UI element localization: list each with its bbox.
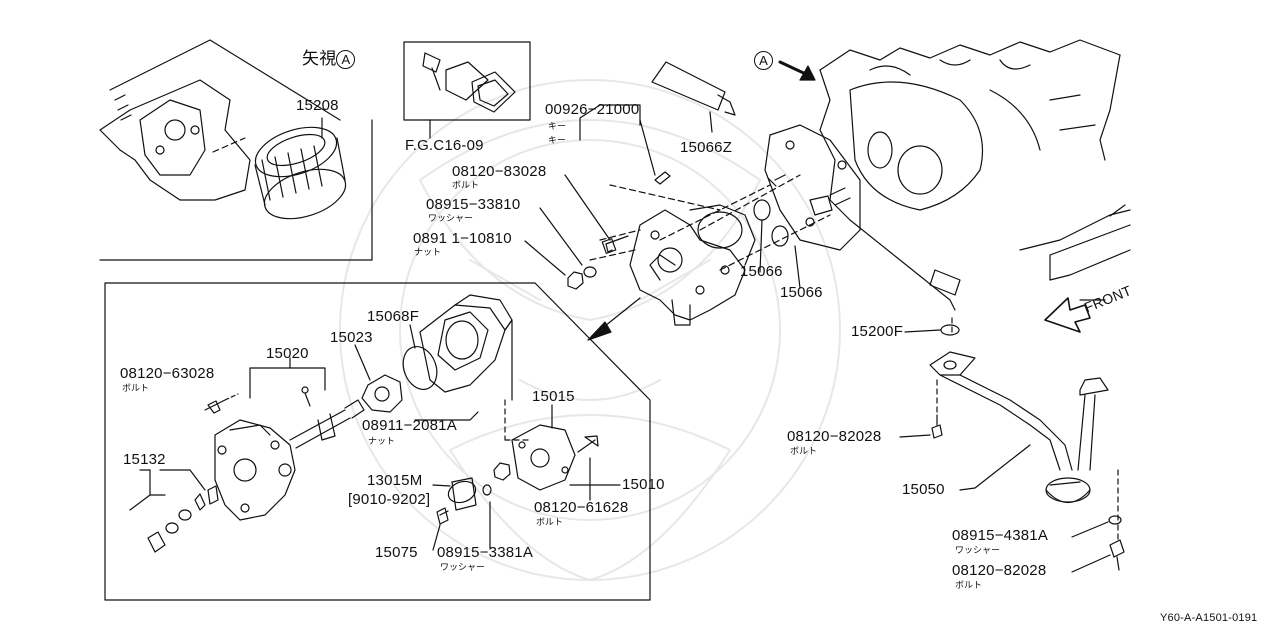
engine-block xyxy=(764,39,1131,311)
label-15066-a[interactable]: 15066 xyxy=(740,263,783,280)
label-08915-33810-sub: ワッシャー xyxy=(428,214,474,224)
label-15200f[interactable]: 15200F xyxy=(851,323,904,340)
label-15020[interactable]: 15020 xyxy=(266,345,309,362)
leader-lines xyxy=(129,104,801,551)
label-08120-82028-b-sub: ボルト xyxy=(955,581,983,591)
label-15208[interactable]: 15208 xyxy=(296,97,339,114)
label-15068f[interactable]: 15068F xyxy=(367,308,420,325)
oil-pump-assembly xyxy=(629,204,756,326)
view-label-text: 矢視 xyxy=(302,49,337,68)
pump-shaft xyxy=(289,386,365,449)
label-08915-33810[interactable]: 08915−33810 xyxy=(426,196,521,213)
oil-filter-icon xyxy=(254,126,347,220)
label-08915-4381a-sub: ワッシャー xyxy=(955,546,1001,556)
front-arrow xyxy=(1044,297,1091,333)
exploded-detail-box xyxy=(104,282,651,601)
view-a-arrow xyxy=(778,60,816,81)
label-00926-sub1: キー xyxy=(548,122,567,132)
label-15015[interactable]: 15015 xyxy=(532,388,575,405)
label-13015m-range: [9010-9202] xyxy=(348,491,431,508)
label-08120-63028[interactable]: 08120−63028 xyxy=(120,365,215,382)
label-15010[interactable]: 15010 xyxy=(622,476,665,493)
oil-strainer xyxy=(929,324,1109,504)
label-00926-21000[interactable]: 00926−21000 xyxy=(545,101,640,118)
pump-body xyxy=(214,419,296,521)
fig-reference-box xyxy=(403,41,531,139)
rotor xyxy=(361,374,403,413)
label-15075[interactable]: 15075 xyxy=(375,544,418,561)
label-08120-63028-sub: ボルト xyxy=(122,384,150,394)
label-15066z[interactable]: 15066Z xyxy=(680,139,733,156)
assembly-guide-lines xyxy=(589,174,831,271)
view-a-panel xyxy=(99,39,373,261)
label-08915-3381a[interactable]: 08915−3381A xyxy=(437,544,534,561)
callout-marker: A xyxy=(754,51,773,70)
label-08120-83028[interactable]: 08120−83028 xyxy=(452,163,547,180)
label-08120-82028-b[interactable]: 08120−82028 xyxy=(952,562,1047,579)
label-15132[interactable]: 15132 xyxy=(123,451,166,468)
background-watermark xyxy=(339,79,841,581)
label-00926-sub2: キー xyxy=(548,136,567,146)
view-marker: A xyxy=(336,50,356,69)
label-15066-b[interactable]: 15066 xyxy=(780,284,823,301)
label-08120-61628[interactable]: 08120−61628 xyxy=(534,499,629,516)
relief-spring-set xyxy=(147,485,219,553)
label-08911-2081a-sub: ナット xyxy=(368,437,396,447)
label-15050[interactable]: 15050 xyxy=(902,481,945,498)
label-13015m[interactable]: 13015M xyxy=(367,472,423,489)
label-08120-82028-a-sub: ボルト xyxy=(790,447,818,457)
label-15023[interactable]: 15023 xyxy=(330,329,373,346)
label-08120-83028-sub: ボルト xyxy=(452,181,480,191)
label-fig-ref[interactable]: F.G.C16-09 xyxy=(405,137,484,154)
image-code: Y60-A-A1501-0191 xyxy=(1160,612,1258,624)
label-08911-2081a[interactable]: 08911−2081A xyxy=(362,417,457,434)
label-08120-61628-sub: ボルト xyxy=(536,518,564,528)
label-08915-4381a[interactable]: 08915−4381A xyxy=(952,527,1049,544)
callout-marker-text: A xyxy=(754,51,773,70)
sealant-tube-icon xyxy=(651,61,736,133)
label-08120-82028-a[interactable]: 08120−82028 xyxy=(787,428,882,445)
relief-cover xyxy=(511,424,576,491)
explode-arrow xyxy=(587,297,641,341)
pump-housing xyxy=(419,294,513,393)
label-08915-3381a-sub: ワッシャー xyxy=(440,563,486,573)
label-08911-10810[interactable]: 0891 1−10810 xyxy=(413,230,512,247)
label-08911-10810-sub: ナット xyxy=(414,248,442,258)
